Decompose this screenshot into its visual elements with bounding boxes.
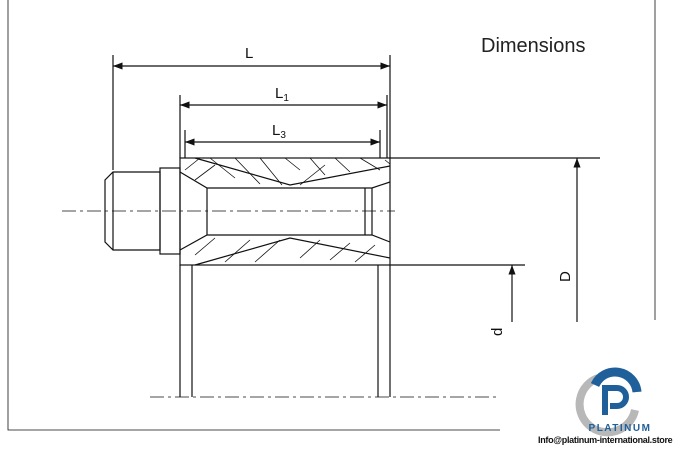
label-L: L [245, 45, 253, 62]
brand-name: PLATINUM [588, 423, 652, 434]
label-D: D [557, 271, 574, 282]
body [179, 157, 391, 266]
label-L1: L1 [275, 85, 289, 104]
frame-line [7, 0, 500, 431]
label-d: d [489, 328, 506, 336]
hatching [184, 157, 391, 263]
shaft [179, 265, 391, 397]
brand-email: Info@platinum-international.store [538, 435, 673, 445]
title: Dimensions [481, 35, 586, 57]
label-L3: L3 [272, 122, 286, 141]
platinum-logo [575, 367, 642, 437]
